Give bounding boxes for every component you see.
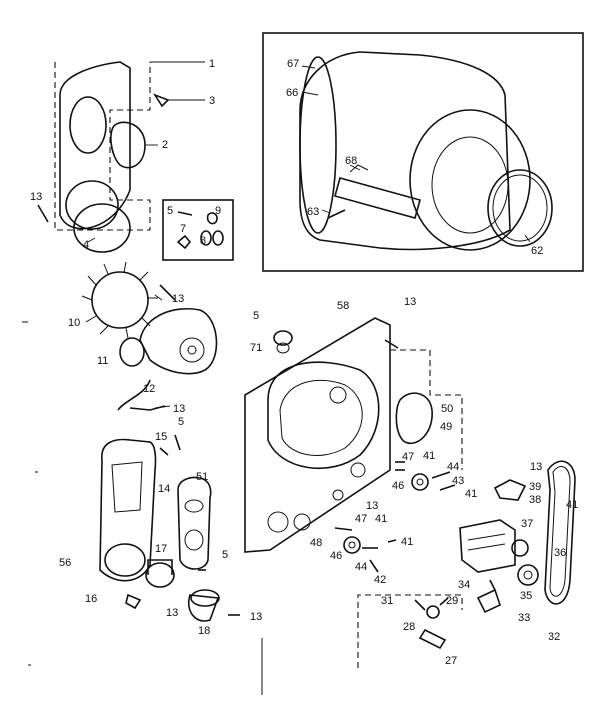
label-31: 31 [381, 595, 393, 607]
label-49: 49 [440, 421, 452, 433]
label-62: 62 [531, 245, 543, 257]
label-34: 34 [458, 579, 470, 591]
label-3: 3 [209, 95, 215, 107]
label-14: 14 [158, 483, 170, 495]
label-66: 66 [286, 87, 298, 99]
label-43: 43 [452, 475, 464, 487]
label-71: 71 [250, 342, 262, 354]
label-67: 67 [287, 58, 299, 70]
label-50: 50 [441, 403, 453, 415]
label-41-motor: 41 [401, 536, 413, 548]
label-15: 15 [155, 431, 167, 443]
label-1: 1 [209, 58, 215, 70]
label-10: 10 [68, 317, 80, 329]
front-bulkhead-assembly [37, 61, 205, 253]
small-parts-box [162, 199, 234, 261]
label-27: 27 [445, 655, 457, 667]
label-28: 28 [403, 621, 415, 633]
label-11: 11 [97, 355, 108, 367]
label-32: 32 [548, 631, 560, 643]
label-37: 37 [521, 518, 533, 530]
label-13-clamp: 13 [250, 611, 262, 623]
label-47-upper: 47 [402, 451, 414, 463]
label-58: 58 [337, 300, 349, 312]
rear-bulkhead [244, 317, 463, 573]
label-9: 9 [215, 205, 221, 217]
label-17: 17 [155, 543, 167, 555]
label-41-belt: 41 [566, 499, 578, 511]
label-48: 48 [310, 537, 322, 549]
label-7: 7 [180, 223, 186, 235]
label-13-fitting: 13 [166, 607, 178, 619]
label-5-small-box: 5 [167, 205, 173, 217]
idler-parts-box [357, 594, 463, 668]
label-41-right: 41 [465, 488, 477, 500]
label-13-motor: 13 [530, 461, 542, 473]
label-38: 38 [529, 494, 541, 506]
label-29: 29 [446, 595, 458, 607]
motor-assembly [459, 460, 576, 614]
label-63: 63 [307, 206, 319, 218]
label-8: 8 [200, 235, 206, 247]
duct-fittings [125, 559, 240, 622]
label-44-lower: 44 [355, 561, 367, 573]
label-13-hose: 13 [173, 403, 185, 415]
label-46-lower: 46 [330, 550, 342, 562]
label-42: 42 [374, 574, 386, 586]
label-12: 12 [143, 383, 155, 395]
label-4: 4 [83, 239, 89, 251]
lint-trap-duct [177, 476, 212, 570]
label-41-upper: 41 [423, 450, 435, 462]
label-13-element: 13 [366, 500, 378, 512]
label-46-upper: 46 [392, 480, 404, 492]
label-13-blower: 13 [172, 293, 184, 305]
label-44-upper: 44 [447, 461, 459, 473]
label-5-fitting: 5 [222, 549, 228, 561]
label-18: 18 [198, 625, 210, 637]
label-16: 16 [85, 593, 97, 605]
label-68: 68 [345, 155, 357, 167]
label-5-bracket: 5 [253, 310, 259, 322]
exhaust-duct [99, 434, 181, 582]
label-47-lower: 47 [355, 513, 367, 525]
label-13-bulkhead: 13 [404, 296, 416, 308]
blower-assembly [81, 261, 218, 411]
label-39: 39 [529, 481, 541, 493]
label-13-front: 13 [30, 191, 42, 203]
label-35: 35 [520, 590, 532, 602]
label-36: 36 [554, 547, 566, 559]
label-33: 33 [518, 612, 530, 624]
part-number-labels: 1 2 3 4 5 7 8 9 13 67 66 68 63 62 10 13 … [30, 58, 578, 667]
label-51: 51 [196, 471, 208, 483]
drum-assembly [262, 32, 584, 272]
label-2: 2 [162, 139, 168, 151]
label-56: 56 [59, 557, 71, 569]
label-41-lower: 41 [375, 513, 387, 525]
label-5-duct: 5 [178, 416, 184, 428]
